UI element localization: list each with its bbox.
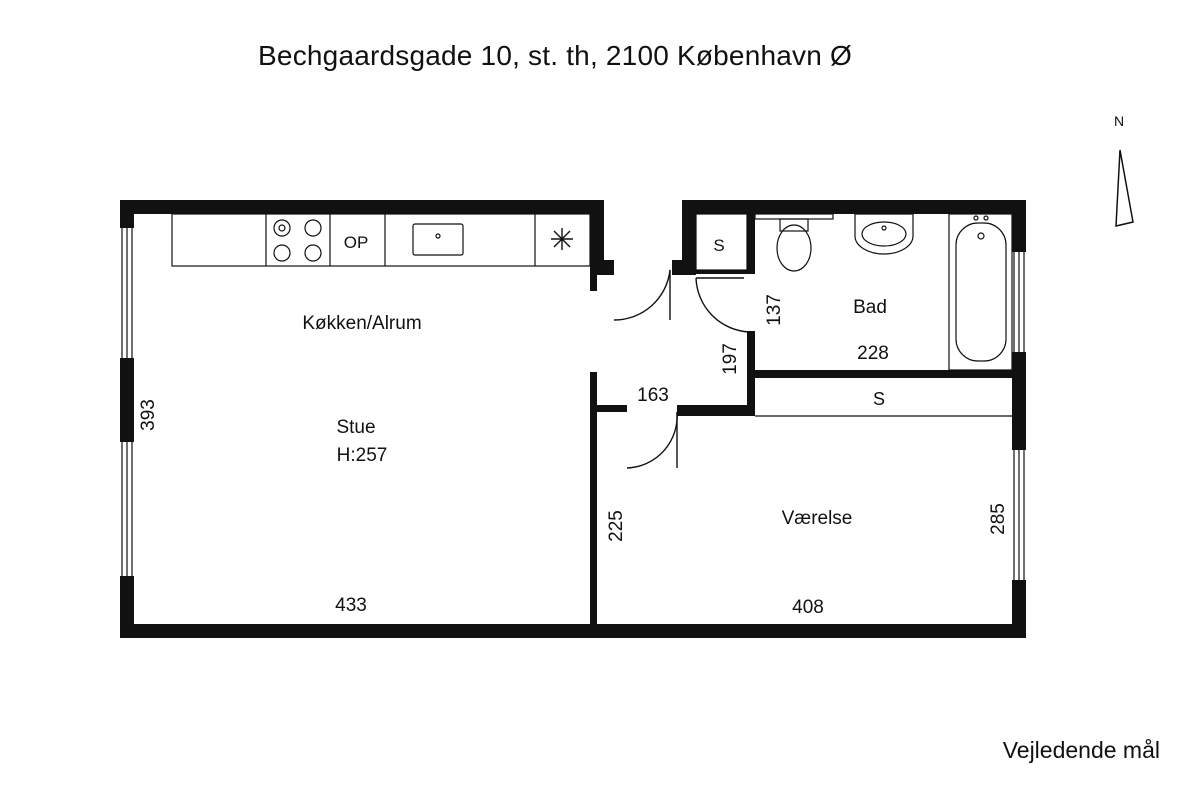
kitchen-counter <box>171 213 591 267</box>
fridge-icon <box>551 228 573 250</box>
plan-title: Bechgaardsgade 10, st. th, 2100 Københav… <box>258 40 852 71</box>
room-kitchen: Køkken/Alrum <box>302 313 421 334</box>
room-bath: Bad <box>853 297 887 318</box>
dim-bath-depth: 137 <box>764 294 785 326</box>
washbasin-icon <box>854 213 914 255</box>
room-living: Stue <box>336 417 375 438</box>
bathtub-icon <box>948 213 1013 371</box>
dim-hall-depth: 197 <box>720 343 741 375</box>
dim-living-width: 433 <box>335 595 367 616</box>
north-arrow-icon: N <box>1114 113 1134 227</box>
storage-label-1: S <box>713 236 724 255</box>
compass-label: N <box>1114 113 1124 129</box>
room-living-height: H:257 <box>337 445 388 466</box>
windows <box>120 228 1026 580</box>
dim-bedroom-width: 408 <box>792 597 824 618</box>
room-bedroom: Værelse <box>782 508 853 529</box>
dim-bath-width: 228 <box>857 343 889 364</box>
oven-label: OP <box>344 233 369 252</box>
storage-cabinet <box>695 213 748 271</box>
footer-note: Vejledende mål <box>1002 737 1160 763</box>
dim-hall-width: 163 <box>637 385 669 406</box>
dim-living-depth: 393 <box>138 399 159 431</box>
toilet-icon <box>754 213 834 272</box>
dim-bedroom-depth-left: 225 <box>606 510 627 542</box>
doors <box>613 269 751 469</box>
storage-label-2: S <box>873 389 885 409</box>
sink-icon <box>412 223 464 256</box>
dim-bedroom-depth-right: 285 <box>988 503 1009 535</box>
stove-icon <box>273 219 322 262</box>
